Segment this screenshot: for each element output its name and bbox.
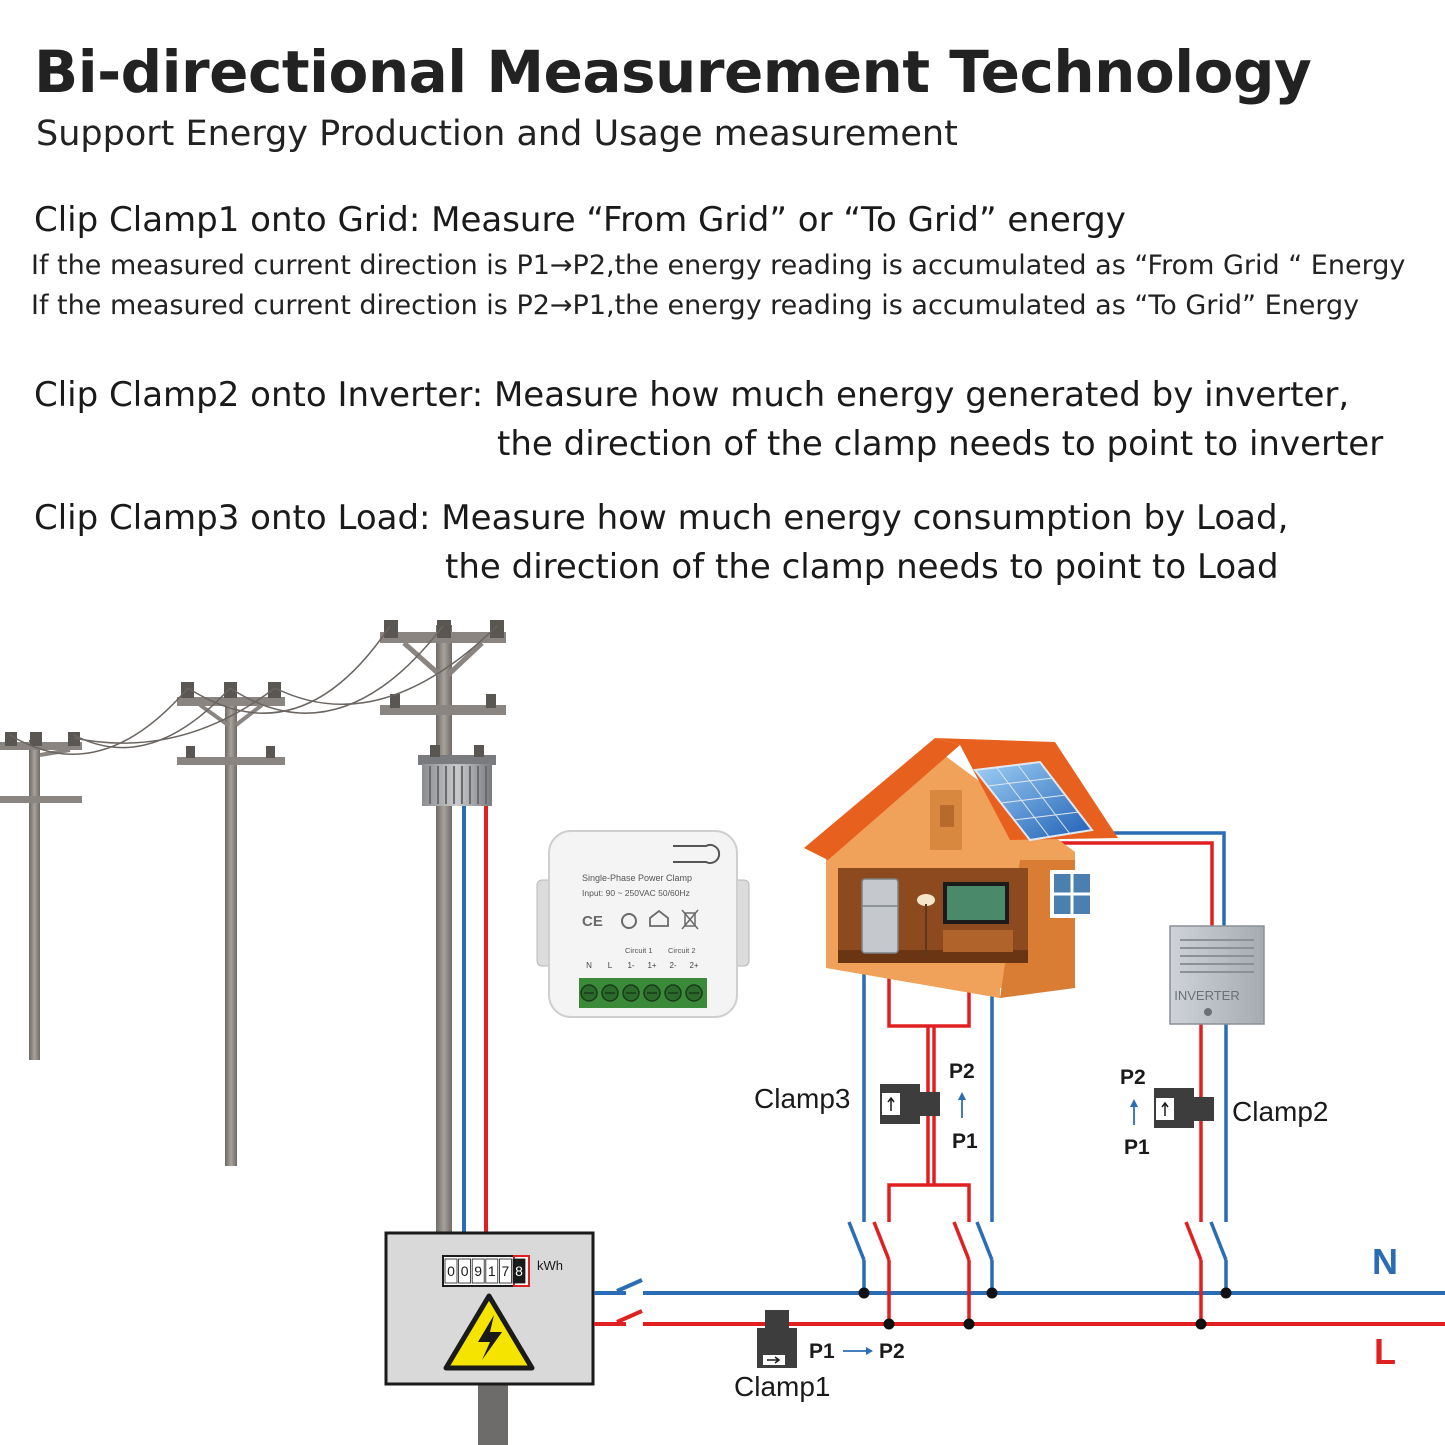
clamp3-sensor <box>880 1084 940 1124</box>
page-title: Bi-directional Measurement Technology <box>34 38 1312 106</box>
device-name: Single-Phase Power Clamp <box>582 873 692 883</box>
neutral-line-label: N <box>1372 1241 1398 1282</box>
main-bus <box>594 1278 1445 1326</box>
clamp3-p1-label: P1 <box>952 1130 978 1153</box>
clamp2-sensor <box>1154 1088 1214 1128</box>
circuit2-label: Circuit 2 <box>668 946 696 955</box>
clamp1-label: Clamp1 <box>734 1371 830 1402</box>
terminal-label: 1- <box>627 961 634 970</box>
recycle-icon <box>621 913 637 929</box>
device-input-rating: Input: 90 ~ 250VAC 50/60Hz <box>582 888 690 898</box>
terminal-screw <box>664 984 682 1002</box>
solar-panel <box>973 760 1094 842</box>
clamp2-direction-arrow <box>1130 1099 1138 1125</box>
terminal-block <box>579 978 707 1008</box>
circuit1-label: Circuit 1 <box>625 946 653 955</box>
clamp1-p2-label: P2 <box>879 1340 905 1363</box>
floor-lamp <box>917 894 935 906</box>
utility-poles <box>0 620 506 1240</box>
meter-digit: 9 <box>474 1263 482 1279</box>
clamp2-label: Clamp2 <box>1232 1096 1328 1127</box>
house <box>804 738 1118 998</box>
terminal-label: N <box>586 961 592 970</box>
terminal-screws <box>580 984 703 1002</box>
terminal-screw <box>622 984 640 1002</box>
clamp3-description: : Measure how much energy consumption by… <box>419 498 1289 538</box>
clamp3-section-title: Clip Clamp3 onto Load: Measure how much … <box>34 498 1288 538</box>
terminal-screw <box>643 984 661 1002</box>
terminal-screw <box>601 984 619 1002</box>
page-subtitle: Support Energy Production and Usage meas… <box>36 114 958 154</box>
indoor-use-icon <box>649 909 669 927</box>
inverter-wiring <box>1040 831 1228 1324</box>
meter-digit-cell <box>458 1258 472 1284</box>
meter-digit: 0 <box>461 1263 469 1279</box>
house-wiring <box>847 918 994 1324</box>
clamp1-heading: Clip Clamp1 onto Grid <box>34 200 409 240</box>
meter-post <box>478 1385 508 1445</box>
meter-digit-cell <box>444 1258 458 1284</box>
high-voltage-warning-icon <box>443 1293 535 1371</box>
clamp3-continuation: the direction of the clamp needs to poin… <box>445 547 1279 587</box>
ce-mark-icon: CE <box>582 913 603 930</box>
clamp1-section-title: Clip Clamp1 onto Grid: Measure “From Gri… <box>34 200 1126 240</box>
inverter-label: INVERTER <box>1174 988 1240 1003</box>
terminal-label: 2- <box>669 961 676 970</box>
junction-dots <box>858 1287 1232 1330</box>
clamp2-section-title: Clip Clamp2 onto Inverter: Measure how m… <box>34 375 1349 415</box>
clamp3-heading: Clip Clamp3 onto Load <box>34 498 420 538</box>
meter-digit-cell <box>498 1258 512 1284</box>
clamp3-direction-arrow <box>958 1092 966 1118</box>
power-clamp-device: Single-Phase Power Clamp Input: 90 ~ 250… <box>536 830 750 1018</box>
clamp1-p1-label: P1 <box>809 1340 835 1363</box>
terminal-label: 1+ <box>647 961 656 970</box>
clamp1-direction-arrow <box>843 1347 873 1355</box>
utility-pole-right <box>380 620 506 1240</box>
utility-pole-left <box>0 732 82 1060</box>
terminal-labels: N L 1- 1+ 2- 2+ <box>586 961 699 970</box>
television <box>943 882 1009 924</box>
clamp3-p2-label: P2 <box>949 1060 975 1083</box>
clamp1-from-grid-rule: If the measured current direction is P1→… <box>31 250 1406 281</box>
meter-digit: 0 <box>447 1263 455 1279</box>
house-window <box>1050 870 1094 918</box>
meter-digit-cell <box>485 1258 499 1284</box>
live-line-label: L <box>1374 1331 1396 1372</box>
terminal-label: 2+ <box>689 961 698 970</box>
meter-digit: 7 <box>502 1263 510 1279</box>
clamp3-label: Clamp3 <box>754 1083 850 1114</box>
overhead-wires <box>9 625 498 755</box>
roof-right <box>935 738 1118 840</box>
meter-digit-cell <box>471 1258 485 1284</box>
clamp1-to-grid-rule: If the measured current direction is P2→… <box>31 290 1360 321</box>
transformer <box>422 764 492 806</box>
transformer-cap <box>418 755 496 765</box>
clamp2-heading: Clip Clamp2 onto Inverter: <box>34 375 484 415</box>
clamp2-p2-label: P2 <box>1120 1066 1146 1089</box>
clamp2-description: Measure how much energy generated by inv… <box>483 375 1350 415</box>
refrigerator <box>861 878 899 954</box>
terminal-screw <box>580 984 598 1002</box>
meter-unit: kWh <box>537 1258 563 1273</box>
clamp2-p1-label: P1 <box>1124 1136 1150 1159</box>
meter-digit: 8 <box>515 1263 523 1279</box>
clamp1-sensor <box>757 1310 797 1368</box>
clamp1-description: : Measure “From Grid” or “To Grid” energ… <box>408 200 1126 240</box>
meter-digit-cell <box>512 1258 526 1284</box>
utility-pole-middle <box>177 682 285 1166</box>
solar-panel-grid <box>987 764 1080 839</box>
weee-bin-icon <box>681 909 699 930</box>
terminal-screw <box>685 984 703 1002</box>
terminal-label: L <box>608 961 613 970</box>
clamp2-continuation: the direction of the clamp needs to poin… <box>497 424 1384 464</box>
roof-left <box>804 738 960 860</box>
meter-digit: 1 <box>488 1263 496 1279</box>
inverter: INVERTER <box>1169 925 1265 1025</box>
